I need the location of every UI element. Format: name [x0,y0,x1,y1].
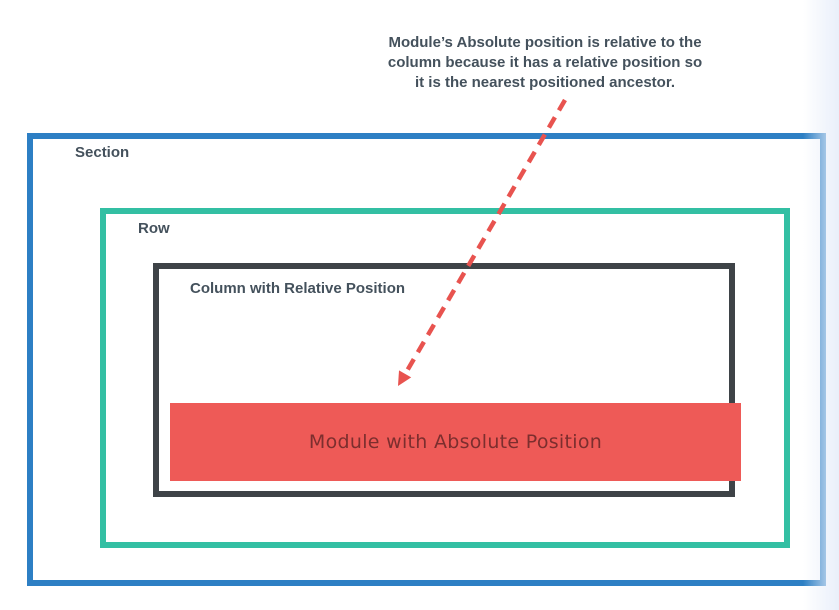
column-label: Column with Relative Position [190,280,406,297]
section-label: Section [75,144,130,161]
annotation-line: it is the nearest positioned ancestor. [414,74,676,91]
annotation-line: column because it has a relative positio… [387,54,703,71]
row-label: Row [138,220,170,237]
annotation-line: Module’s Absolute position is relative t… [388,34,702,51]
annotation-text: Module’s Absolute position is relative t… [350,33,740,93]
module-box: Module with Absolute Position [170,403,741,481]
module-label: Module with Absolute Position [308,431,603,453]
